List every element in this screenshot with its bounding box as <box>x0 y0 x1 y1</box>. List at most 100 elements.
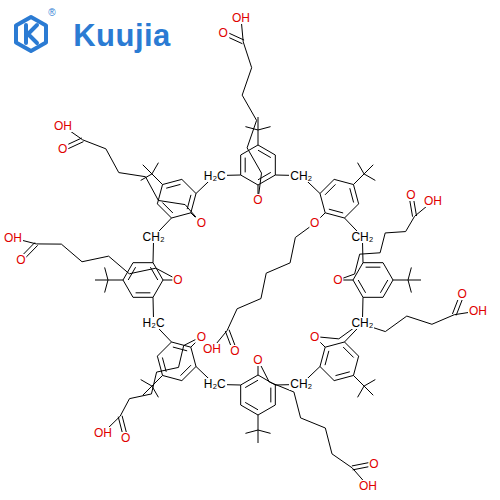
double-bond <box>181 365 191 375</box>
aromatic-ring <box>353 263 393 298</box>
alkyl-chain <box>315 315 455 339</box>
alkyl-chain <box>258 360 352 468</box>
aromatic-ring <box>157 179 196 218</box>
methyl-bond <box>245 430 258 433</box>
aromatic-ring <box>241 145 276 185</box>
double-bond <box>162 203 172 213</box>
methyl-bond <box>364 386 373 395</box>
alkyl-chain <box>227 223 314 330</box>
atom-label: CH₂ <box>289 378 313 390</box>
aromatic-ring <box>241 375 276 415</box>
atom-label: H₂C <box>142 317 166 329</box>
atom-label: OH <box>202 343 222 355</box>
atom-label: O <box>405 189 416 201</box>
atom-label: O <box>218 27 229 39</box>
aromatic-ring <box>157 342 196 381</box>
methyl-bond <box>258 127 271 130</box>
registered-mark: ® <box>47 8 56 18</box>
tert-butyl-bond <box>152 174 163 185</box>
atom-label: CH₂ <box>289 170 313 182</box>
methyl-bond <box>143 165 152 174</box>
methyl-bond <box>95 280 108 281</box>
double-bond <box>350 188 354 202</box>
alkyl-chain <box>242 42 261 200</box>
atom-label: O <box>172 274 183 286</box>
brand-watermark: Kuujia <box>72 20 172 51</box>
double-bond <box>162 357 166 371</box>
double-bond <box>325 351 329 365</box>
atom-label: OH <box>3 232 23 244</box>
methyl-bond <box>141 380 152 387</box>
atom-label: OH <box>423 195 443 207</box>
methyl-bond <box>358 386 365 397</box>
double-bond <box>335 372 349 376</box>
double-bond <box>245 158 246 173</box>
methyl-bond <box>358 163 365 174</box>
atom-label: O <box>57 143 68 155</box>
alkyl-chain <box>36 244 178 280</box>
double-bond <box>343 347 353 357</box>
double-bond <box>173 347 187 351</box>
atom-label: H₂C <box>203 378 227 390</box>
tert-butyl-bond <box>353 375 364 386</box>
logo-letter-shape <box>26 25 37 43</box>
atom-label: OH <box>93 427 113 439</box>
methyl-bond <box>408 267 411 280</box>
tert-butyl-bond <box>258 130 259 145</box>
atom-label: CH₂ <box>350 317 374 329</box>
atom-label: O <box>332 274 343 286</box>
double-bond <box>245 380 258 387</box>
alkyl-chain <box>83 140 202 224</box>
alkyl-chain <box>338 216 415 280</box>
atom-label: O <box>252 354 263 366</box>
double-bond <box>358 280 365 293</box>
aromatic-ring <box>123 263 163 298</box>
double-bond <box>366 267 381 268</box>
tert-butyl-bond <box>108 280 123 281</box>
atom-label: O <box>229 345 240 357</box>
atom-label: O <box>196 217 207 229</box>
methyl-bond <box>152 163 159 174</box>
atom-label: O <box>196 331 207 343</box>
methyl-bond <box>245 127 258 130</box>
methyl-bond <box>258 117 259 130</box>
double-bond <box>245 402 258 409</box>
atom-label: O <box>252 194 263 206</box>
methyl-bond <box>364 174 375 181</box>
atom-label: CH₂ <box>142 231 166 243</box>
double-bond <box>258 150 271 157</box>
alkyl-chain <box>120 337 201 417</box>
methyl-bond <box>258 430 259 443</box>
methyl-bond <box>258 430 271 433</box>
methyl-bond <box>408 280 411 293</box>
methyl-bond <box>105 280 108 293</box>
tert-butyl-bond <box>258 415 259 430</box>
methyl-bond <box>408 280 421 281</box>
logo-hexagon <box>16 17 46 51</box>
atom-label: O <box>15 254 26 266</box>
atom-label: O <box>457 288 468 300</box>
atom-label: OH <box>468 305 488 317</box>
atom-label: CH₂ <box>350 231 374 243</box>
double-bond <box>325 184 335 194</box>
atom-label: OH <box>53 120 73 132</box>
tert-butyl-bond <box>353 174 364 185</box>
aromatic-ring <box>320 179 359 218</box>
atom-label: O <box>309 217 320 229</box>
methyl-bond <box>364 165 373 174</box>
atom-label: O <box>120 432 131 444</box>
aromatic-ring <box>320 342 359 381</box>
atom-label: OH <box>358 480 378 492</box>
methyl-bond <box>364 380 375 387</box>
atom-label: OH <box>231 12 251 24</box>
double-bond <box>166 184 180 188</box>
double-bond <box>258 172 271 179</box>
methyl-bond <box>105 267 108 280</box>
atom-label: O <box>368 458 379 470</box>
tert-butyl-bond <box>393 280 408 281</box>
double-bond <box>380 280 387 293</box>
double-bond <box>329 209 343 213</box>
